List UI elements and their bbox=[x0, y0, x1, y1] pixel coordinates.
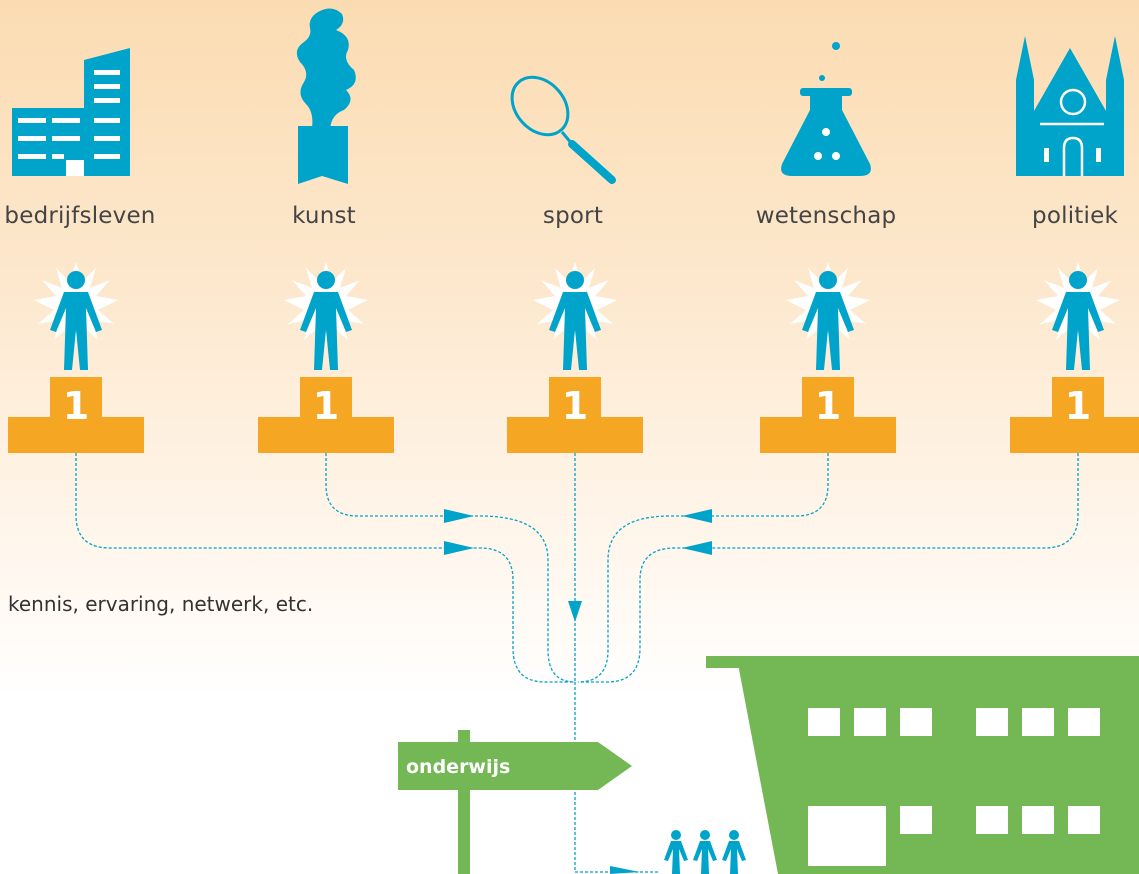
signpost-label: onderwijs bbox=[406, 756, 511, 778]
parliament-building-icon bbox=[1016, 36, 1124, 176]
arrowhead-wetenschap bbox=[682, 509, 712, 523]
lab-flask-icon bbox=[781, 42, 871, 176]
category-label-kunst: kunst bbox=[292, 203, 356, 229]
knowledge-caption: kennis, ervaring, netwerk, etc. bbox=[8, 592, 314, 616]
arrowhead-politiek bbox=[682, 541, 712, 555]
arrowhead-bedrijfsleven bbox=[444, 541, 474, 555]
office-building-icon bbox=[12, 48, 130, 176]
podium-rank-bedrijfsleven: 1 bbox=[62, 384, 90, 428]
flow-line-politiek bbox=[580, 453, 1079, 683]
flow-line-wetenschap bbox=[577, 453, 829, 683]
school-building-icon bbox=[706, 656, 1139, 874]
flow-line-bedrijfsleven bbox=[75, 453, 575, 683]
category-label-bedrijfsleven: bedrijfsleven bbox=[4, 203, 156, 229]
arrowhead-sport bbox=[568, 601, 582, 622]
category-label-politiek: politiek bbox=[1032, 203, 1118, 229]
category-label-wetenschap: wetenschap bbox=[755, 203, 897, 229]
category-label-sport: sport bbox=[542, 203, 604, 229]
arrowhead-school bbox=[610, 866, 640, 874]
podium-rank-sport: 1 bbox=[561, 384, 589, 428]
podium-rank-kunst: 1 bbox=[312, 384, 340, 428]
arrowhead-kunst bbox=[444, 509, 474, 523]
signpost-icon bbox=[398, 730, 632, 874]
podium-rank-wetenschap: 1 bbox=[814, 384, 842, 428]
flow-line-kunst bbox=[325, 453, 576, 683]
badminton-racket-icon bbox=[510, 75, 616, 184]
sculpture-icon bbox=[296, 8, 356, 184]
podium-rank-politiek: 1 bbox=[1064, 384, 1092, 428]
children-icon bbox=[664, 830, 746, 874]
